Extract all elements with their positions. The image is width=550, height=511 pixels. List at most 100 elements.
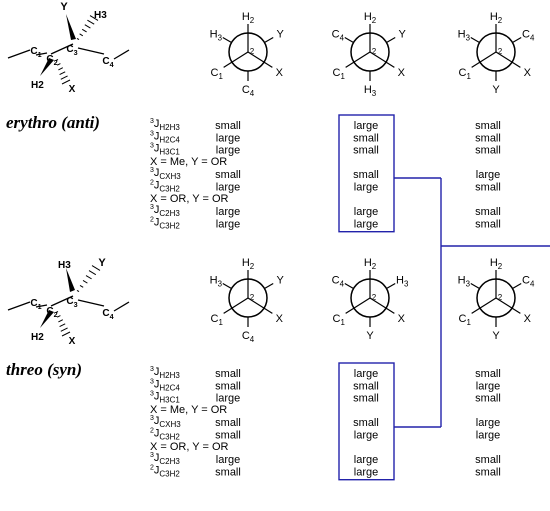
back-label-y: Y	[277, 29, 285, 41]
coupling-label: 3JCXH3	[150, 167, 181, 181]
hash-bond	[88, 270, 97, 276]
hash-bond	[76, 289, 80, 293]
hash-bond	[59, 323, 66, 328]
c3-label: C3	[66, 296, 77, 309]
value-cell: large	[216, 145, 240, 157]
front-label-h2: H2	[242, 257, 254, 271]
front-label-h2: H2	[242, 11, 254, 25]
hash-bond	[82, 280, 88, 284]
value-cell: large	[216, 206, 240, 218]
bond-c1	[7, 301, 31, 311]
bond-c1	[7, 49, 31, 59]
hash-bond	[56, 63, 61, 66]
front-bond	[369, 297, 395, 314]
bond-c4-end	[113, 301, 130, 312]
c1-label: C1	[30, 298, 41, 311]
value-cell: small	[215, 169, 241, 181]
back-bond	[222, 36, 232, 44]
highlight-box	[338, 362, 395, 481]
coupling-label: 3JC2H3	[150, 452, 180, 466]
front-bond	[223, 51, 249, 68]
center-label: 2	[372, 293, 377, 302]
h3-label: H3	[94, 10, 107, 21]
hash-bond	[91, 265, 101, 271]
front-bond	[247, 297, 273, 314]
front-label-x: X	[398, 67, 406, 79]
value-cell: large	[476, 169, 500, 181]
front-bond	[345, 51, 371, 68]
value-cell: small	[353, 380, 379, 392]
erythro-title: erythro (anti)	[6, 113, 100, 132]
front-bond	[495, 51, 521, 68]
value-cell: small	[353, 417, 379, 429]
value-cell: large	[216, 132, 240, 144]
value-cell: small	[215, 120, 241, 132]
back-label-h3: H3	[210, 275, 223, 289]
value-cell: large	[216, 182, 240, 194]
condition-note: X = Me, Y = OR	[150, 156, 227, 168]
coupling-label: 2JC3H2	[150, 216, 180, 230]
back-bond	[264, 282, 274, 290]
front-bond	[345, 297, 371, 314]
value-cell: small	[353, 169, 379, 181]
coupling-label: 3JCXH3	[150, 415, 181, 429]
front-bond	[495, 297, 521, 314]
value-cell: small	[475, 454, 501, 466]
value-cell: large	[354, 206, 378, 218]
value-cell: large	[216, 218, 240, 230]
value-cell: large	[354, 182, 378, 194]
back-label-h3: H3	[210, 29, 223, 43]
coupling-label: 3JH2C4	[150, 130, 180, 144]
wedge-bond	[40, 58, 54, 76]
back-bond	[512, 282, 522, 290]
front-label-c1: C1	[211, 67, 224, 81]
threo-title: threo (syn)	[6, 360, 82, 379]
center-label: 2	[498, 293, 503, 302]
condition-note: X = OR, Y = OR	[150, 193, 229, 205]
coupling-label: 2JC3H2	[150, 428, 180, 442]
c4-label: C4	[102, 56, 113, 69]
value-cell: large	[476, 430, 500, 442]
front-bond	[247, 51, 273, 68]
wedge-bond	[66, 268, 75, 292]
center-label: 2	[250, 293, 255, 302]
hash-bond	[79, 285, 84, 288]
back-label-h3: H3	[396, 275, 409, 289]
hash-bond	[89, 15, 99, 21]
back-label-c4: C4	[332, 29, 345, 43]
bond-c1-c2	[35, 304, 48, 308]
value-cell: small	[475, 206, 501, 218]
back-label-c4: C4	[332, 275, 345, 289]
condition-note: X = Me, Y = OR	[150, 404, 227, 416]
h3-label: H3	[58, 260, 71, 271]
coupling-label: 2JC3H2	[150, 464, 180, 478]
value-cell: small	[353, 145, 379, 157]
hash-bond	[60, 75, 68, 80]
hash-bond	[79, 33, 84, 37]
value-cell: small	[215, 417, 241, 429]
back-label-y: Y	[492, 330, 500, 342]
bond-c4-end	[113, 49, 130, 60]
coupling-label: 3JH2H3	[150, 366, 180, 380]
c1-label: C1	[30, 46, 41, 59]
coupling-label: 3JH2C4	[150, 378, 180, 392]
value-cell: small	[475, 132, 501, 144]
bond-c2-c3	[50, 43, 74, 55]
center-label: 2	[250, 47, 255, 56]
coupling-label: 3JH3C1	[150, 143, 180, 157]
value-cell: small	[475, 368, 501, 380]
